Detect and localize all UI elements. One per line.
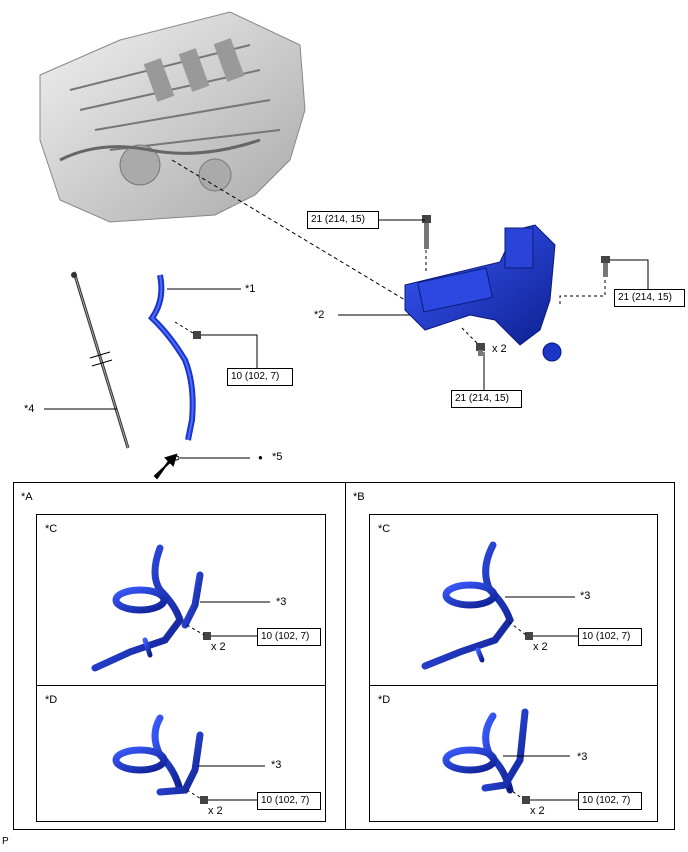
views-frame bbox=[13, 482, 675, 830]
pipe-bolt-ad bbox=[200, 796, 208, 804]
torque-box-guide: 10 (102, 7) bbox=[227, 368, 293, 386]
bolt-right bbox=[601, 256, 610, 277]
bolt-lower bbox=[476, 343, 485, 356]
torque-box-ad: 10 (102, 7) bbox=[257, 792, 321, 810]
qty-ad: x 2 bbox=[208, 805, 223, 817]
qty-lower-bolt: x 2 bbox=[492, 343, 507, 355]
bolt-lower-dash bbox=[461, 327, 479, 345]
bolt-top bbox=[422, 215, 431, 249]
pipe-bolt-ac bbox=[203, 632, 211, 640]
torque-box-top: 21 (214, 15) bbox=[307, 211, 379, 229]
panel-b-c bbox=[369, 514, 658, 686]
torque-box-bc: 10 (102, 7) bbox=[578, 628, 642, 646]
dipstick-guide bbox=[148, 274, 196, 441]
guide-bolt-dash bbox=[174, 321, 194, 334]
label-part-1: *1 bbox=[245, 283, 256, 295]
guide-bolt bbox=[193, 331, 201, 339]
egr-cooler-assembly bbox=[404, 224, 562, 362]
view-label-a: *A bbox=[21, 491, 33, 503]
pipe-assembly-bc bbox=[421, 541, 514, 670]
qty-ac: x 2 bbox=[211, 641, 226, 653]
panel-b-d bbox=[369, 685, 658, 822]
label-part-4: *4 bbox=[24, 403, 35, 415]
torque-box-lower: 21 (214, 15) bbox=[451, 390, 522, 408]
label-part-3-ad: *3 bbox=[271, 759, 282, 771]
qty-bd: x 2 bbox=[530, 805, 545, 817]
bullet-icon: ● bbox=[258, 453, 263, 462]
view-label-b-d: *D bbox=[378, 694, 391, 706]
view-label-a-d: *D bbox=[45, 694, 58, 706]
view-label-b-c: *C bbox=[378, 523, 391, 535]
view-label-b: *B bbox=[353, 491, 365, 503]
footer-code: P bbox=[2, 836, 9, 847]
leader-t10-main bbox=[201, 334, 258, 368]
insert-arrow-icon bbox=[153, 453, 178, 480]
engine-leader bbox=[171, 159, 406, 301]
pipe-assembly-ad bbox=[112, 714, 204, 796]
label-part-3-ac: *3 bbox=[276, 596, 287, 608]
label-part-3-bc: *3 bbox=[580, 590, 591, 602]
leader-t21-right bbox=[610, 259, 649, 289]
view-label-a-c: *C bbox=[45, 523, 58, 535]
panel-a-d bbox=[36, 685, 326, 822]
label-part-5: *5 bbox=[272, 451, 283, 463]
pipe-assembly-ac bbox=[91, 544, 204, 672]
torque-box-bd: 10 (102, 7) bbox=[578, 792, 642, 810]
pipe-bolt-bd bbox=[522, 796, 530, 804]
bolt-right-dash bbox=[559, 280, 606, 304]
label-part-3-bd: *3 bbox=[577, 751, 588, 763]
torque-box-right: 21 (214, 15) bbox=[614, 289, 685, 307]
pipe-assembly-bd bbox=[442, 708, 529, 794]
torque-box-ac: 10 (102, 7) bbox=[257, 628, 321, 646]
qty-bc: x 2 bbox=[533, 641, 548, 653]
label-part-2: *2 bbox=[314, 309, 325, 321]
engine-illustration bbox=[39, 11, 306, 223]
oil-dipstick bbox=[71, 271, 130, 449]
pipe-bolt-bc bbox=[525, 632, 533, 640]
